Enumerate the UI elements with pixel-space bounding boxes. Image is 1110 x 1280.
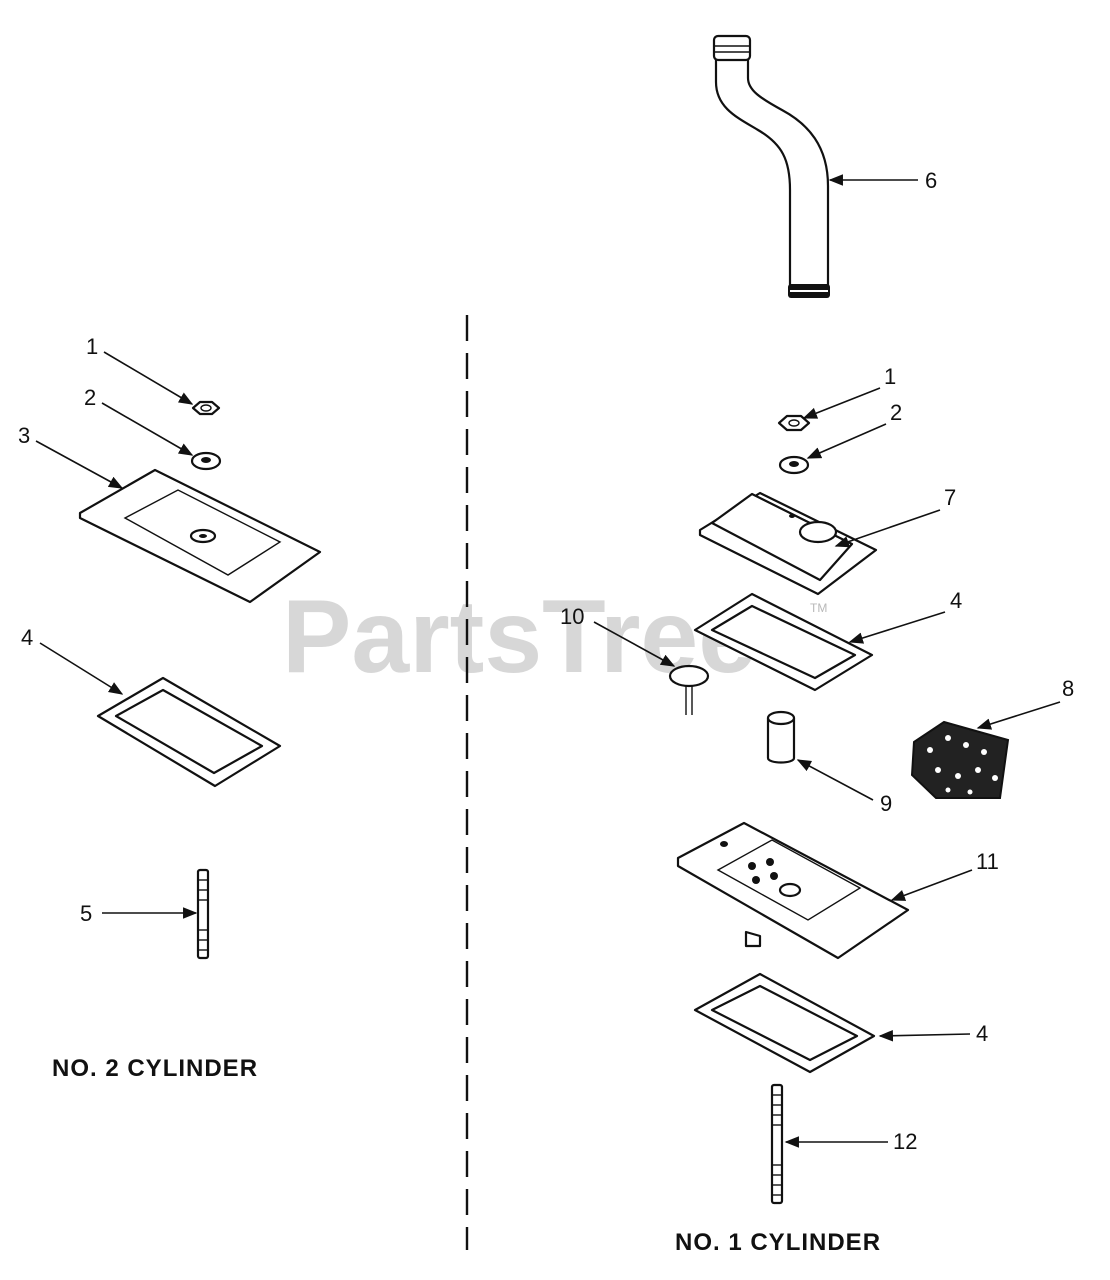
caption-no-2-cylinder: NO. 2 CYLINDER [52,1055,258,1082]
breather-spacer [766,710,796,764]
breather-tube [712,34,830,298]
breather-cover [698,491,878,596]
callout-right-9: 9 [880,791,892,816]
callout-left-4: 4 [21,625,33,650]
leader-right-9 [796,759,874,801]
callout-right-12: 12 [893,1129,917,1154]
callout-left-2: 2 [84,385,96,410]
callout-left-1: 1 [86,334,98,359]
right-gasket-upper [693,592,874,692]
right-gasket-lower [693,972,876,1074]
callout-right-8: 8 [1062,676,1074,701]
callout-right-6: 6 [925,168,937,193]
right-nut [777,414,811,432]
leader-right-4a [848,611,946,644]
breather-body-plate [676,821,910,960]
callout-right-10: 10 [560,604,584,629]
right-stud [770,1083,784,1205]
breather-valve [668,664,710,715]
callout-right-4a: 4 [950,588,962,613]
left-stud [196,868,210,960]
left-cover-plate [78,468,322,604]
watermark-trademark: TM [810,601,827,615]
leader-right-2 [806,423,887,459]
leader-right-1 [802,387,881,419]
caption-no-1-cylinder: NO. 1 CYLINDER [675,1229,881,1256]
left-gasket [96,676,282,788]
left-washer [190,451,222,471]
leader-right-11 [890,869,973,901]
callout-left-3: 3 [18,423,30,448]
callout-right-11: 11 [976,849,999,874]
left-nut [191,400,221,416]
callout-right-1: 1 [884,364,896,389]
callout-right-7: 7 [944,485,956,510]
leader-left-4 [39,642,124,695]
callout-right-4b: 4 [976,1021,988,1046]
callout-right-2: 2 [890,400,902,425]
leader-right-10 [593,621,676,667]
leader-left-3 [35,440,124,489]
leader-right-4b [878,1029,971,1042]
right-washer [778,455,810,475]
callout-left-5: 5 [80,901,92,926]
leader-right-7 [834,509,941,548]
breather-filter-element [910,720,1010,799]
leader-left-2 [101,402,194,456]
leader-left-1 [103,351,194,405]
leader-right-8 [976,701,1061,730]
